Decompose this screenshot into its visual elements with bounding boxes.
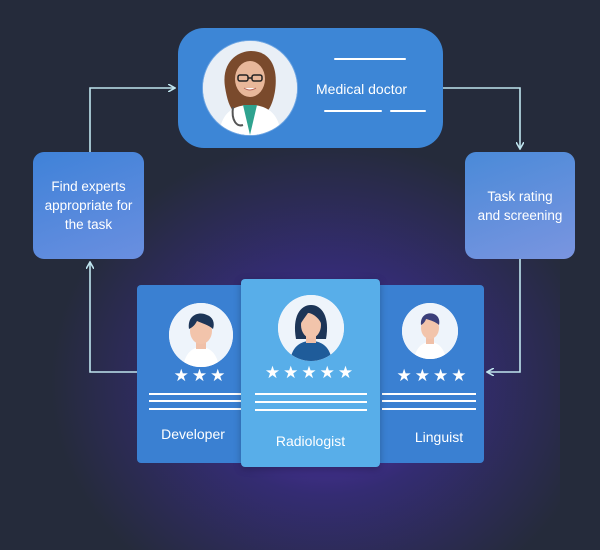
expert-card-radiologist: ★★★★★ Radiologist <box>241 279 380 467</box>
arrow-cards-to-find <box>90 263 137 373</box>
placeholder-line <box>390 110 426 112</box>
flow-connectors <box>0 0 600 500</box>
developer-name: Developer <box>161 426 225 442</box>
doctor-avatar <box>202 40 298 136</box>
placeholder-line <box>255 409 367 411</box>
task-rating-label: Task rating and screening <box>477 188 563 223</box>
developer-rating-stars: ★★★ <box>173 366 229 385</box>
expert-card-linguist: ★★★★ Linguist <box>370 285 484 463</box>
arrow-doctor-to-rating <box>443 87 520 148</box>
radiologist-name: Radiologist <box>275 433 346 449</box>
placeholder-line <box>255 401 367 403</box>
placeholder-line <box>334 58 406 60</box>
linguist-rating-stars: ★★★★ <box>396 366 470 385</box>
arrow-rating-to-cards <box>488 259 521 372</box>
medical-doctor-title: Medical doctor <box>316 81 408 97</box>
placeholder-line <box>382 393 476 395</box>
find-experts-label: Find experts appropriate for the task <box>44 179 133 232</box>
placeholder-line <box>149 408 245 410</box>
placeholder-line <box>255 393 367 395</box>
medical-doctor-box: Medical doctor <box>178 28 443 148</box>
find-experts-box: Find experts appropriate for the task <box>33 152 144 259</box>
task-rating-box: Task rating and screening <box>465 152 575 259</box>
placeholder-line <box>382 400 476 402</box>
radiologist-rating-stars: ★★★★★ <box>264 363 357 382</box>
linguist-avatar <box>402 303 458 359</box>
developer-avatar <box>169 303 233 367</box>
radiologist-avatar <box>277 295 344 361</box>
placeholder-line <box>149 393 245 395</box>
placeholder-line <box>149 400 245 402</box>
linguist-name: Linguist <box>414 429 464 445</box>
placeholder-line <box>324 110 382 112</box>
placeholder-line <box>382 408 476 410</box>
arrow-find-to-doctor <box>89 88 174 152</box>
